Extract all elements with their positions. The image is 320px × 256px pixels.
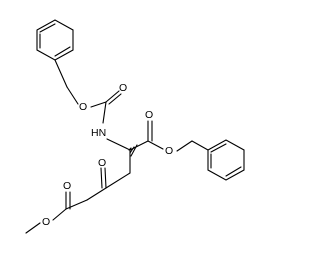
ketone-o-label: O xyxy=(98,157,106,169)
carbamate-c-to-nh-bond xyxy=(102,101,107,124)
ch2-to-carbamate-o-bond xyxy=(66,86,79,105)
nh-label: HN xyxy=(91,127,106,139)
ketone-double-bond-a xyxy=(104,167,107,189)
ch2-to-bottom-ring-bond xyxy=(191,140,209,151)
alpha-to-ester-c-bond xyxy=(129,140,149,151)
ester-o-to-ch2-bond xyxy=(176,140,193,152)
carbamate-carbonyl-o-label: O xyxy=(119,82,127,94)
methyl-o-to-ch3-bond xyxy=(25,222,41,234)
carbamate-double-bond-b xyxy=(108,93,122,105)
ketone-c-to-ch2-bond xyxy=(86,187,107,201)
methyl-ester-c-to-o-bond xyxy=(52,208,67,221)
chemical-structure-diagram: O O HN O O O O O xyxy=(25,19,245,234)
methyl-ester-carbonyl-o-label: O xyxy=(63,180,71,192)
carbamate-ether-o-label: O xyxy=(79,101,87,113)
ester-carbonyl-o-label: O xyxy=(145,109,153,121)
methyl-ester-ether-o-label: O xyxy=(42,216,50,228)
nh-to-alpha-carbon-bond xyxy=(106,138,131,151)
right-benzene-ring xyxy=(207,139,245,181)
carbamate-o-to-c-bond xyxy=(90,101,107,108)
ch2-to-ketone-c-bond xyxy=(105,172,131,189)
ester-c-to-o-bond xyxy=(147,140,164,150)
ester-ether-o-label: O xyxy=(165,145,173,157)
ch2-to-methyl-ester-c-bond xyxy=(65,199,88,210)
ketone-double-bond-b xyxy=(100,167,103,189)
top-benzyl-ch2-bond xyxy=(54,59,68,88)
carbamate-double-bond-a xyxy=(105,90,120,103)
top-benzene-ring xyxy=(36,19,74,61)
